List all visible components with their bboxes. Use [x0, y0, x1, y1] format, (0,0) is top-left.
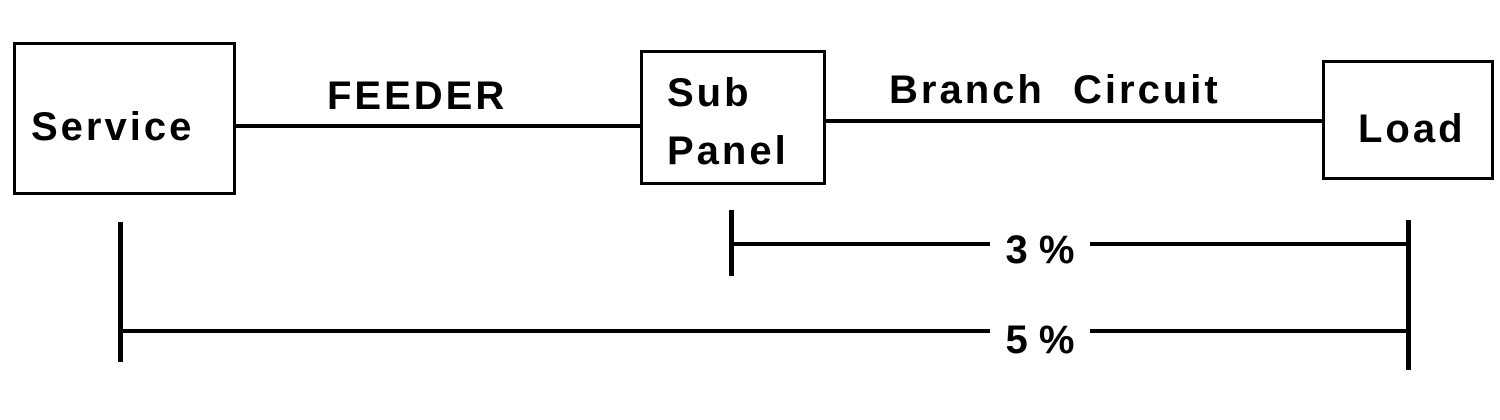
total-drop-line: [121, 329, 1410, 333]
feeder-line: [236, 124, 641, 128]
subpanel-box: Sub Panel: [640, 50, 826, 185]
load-label: Load: [1358, 107, 1466, 151]
subpanel-label-line2: Panel: [667, 129, 789, 173]
service-box: Service: [13, 42, 236, 195]
branch-drop-left-tick: [729, 210, 734, 276]
branch-circuit-line: [826, 119, 1324, 123]
subpanel-label-line1: Sub: [667, 71, 752, 115]
total-drop-percent: 5 %: [990, 320, 1090, 360]
branch-drop-right-tick: [1406, 220, 1411, 276]
branch-drop-percent: 3 %: [990, 230, 1090, 270]
total-drop-left-tick: [118, 222, 123, 362]
branch-circuit-label: Branch Circuit: [889, 68, 1221, 112]
load-box: Load: [1322, 60, 1494, 180]
feeder-label: FEEDER: [327, 74, 508, 118]
service-label: Service: [31, 105, 195, 149]
total-drop-right-tick: [1406, 276, 1411, 370]
